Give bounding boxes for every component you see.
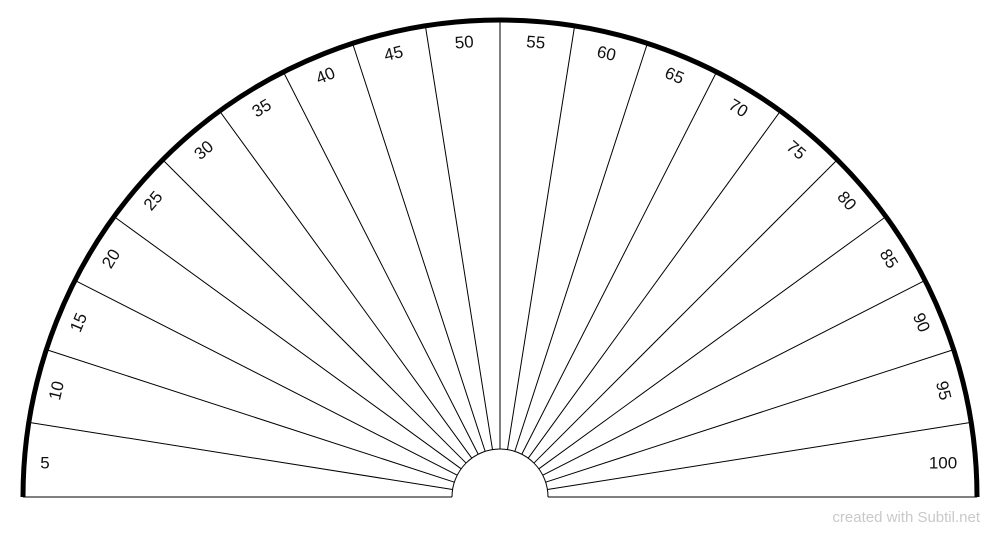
sector-divider-line: [545, 349, 954, 483]
sector-divider-line: [533, 159, 838, 464]
sector-label-20: 20: [98, 246, 124, 272]
sector-label-5: 5: [40, 453, 49, 472]
sector-label-100: 100: [929, 453, 957, 472]
sector-label-60: 60: [595, 42, 618, 65]
sector-label-95: 95: [932, 379, 955, 402]
sector-label-90: 90: [909, 310, 934, 335]
sector-label-70: 70: [725, 95, 751, 121]
sector-divider-line: [28, 421, 453, 490]
sector-label-40: 40: [313, 63, 338, 88]
sector-label-65: 65: [662, 63, 687, 88]
inner-arc: [451, 448, 549, 498]
sector-divider-line: [113, 216, 462, 470]
sector-divider-line: [514, 43, 648, 452]
sector-divider-line: [283, 71, 479, 455]
sector-label-50: 50: [454, 32, 474, 52]
sector-divider-line: [507, 25, 576, 450]
sector-divider-line: [527, 110, 781, 459]
sector-divider-line: [219, 110, 473, 459]
sector-label-80: 80: [833, 187, 860, 214]
outer-arc: [20, 17, 980, 498]
sector-divider-line: [162, 159, 467, 464]
sector-divider-line: [547, 421, 972, 490]
sector-divider-line: [542, 280, 926, 476]
sector-divider-line: [521, 71, 717, 455]
sector-label-55: 55: [526, 32, 546, 52]
sector-divider-line: [352, 43, 486, 452]
sector-divider-line: [424, 25, 493, 450]
sector-label-45: 45: [382, 42, 405, 65]
sector-label-35: 35: [249, 95, 275, 121]
sector-divider-line: [74, 280, 458, 476]
sector-label-10: 10: [45, 379, 68, 402]
sector-label-15: 15: [66, 310, 91, 335]
sector-label-30: 30: [190, 137, 217, 164]
sector-label-25: 25: [140, 187, 167, 214]
sector-label-85: 85: [876, 246, 902, 272]
watermark-credit: created with Subtil.net: [832, 509, 980, 526]
sector-label-75: 75: [783, 137, 810, 164]
sector-divider-lines: [28, 20, 972, 490]
sector-divider-line: [538, 216, 887, 470]
sector-divider-line: [46, 349, 455, 483]
sector-labels: 5 10 15 20 25 30 35 40 45 50 55 60 65 70 75 80 85 90 95 100: [40, 32, 957, 472]
